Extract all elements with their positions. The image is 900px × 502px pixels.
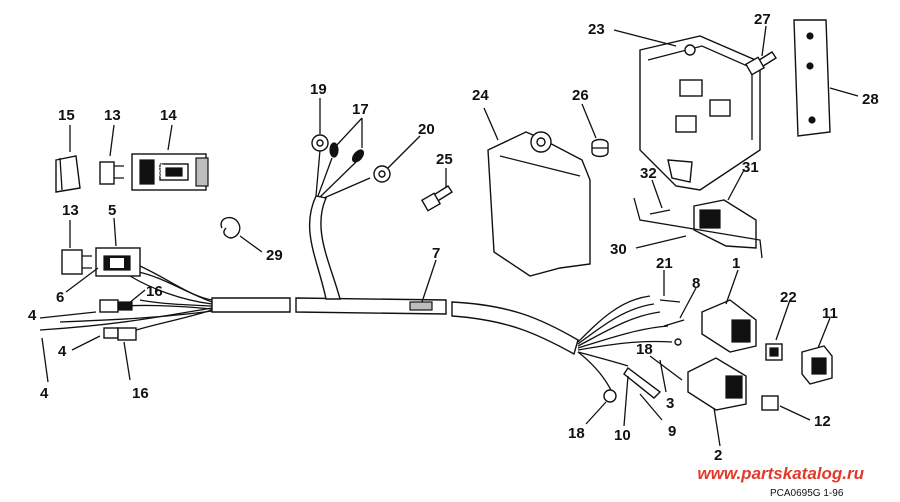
fuse-holder-14: SPARE [131,153,209,191]
callout-5: 5 [108,202,116,219]
bracket-23 [639,35,761,191]
callout-16-lower: 16 [132,385,149,402]
callout-18-lower: 18 [568,425,585,442]
seal-22 [765,343,783,361]
callout-19: 19 [310,81,327,98]
callout-8: 8 [692,275,700,292]
ring-terminal-18 [603,389,617,403]
callout-7: 7 [432,245,440,262]
callout-4-middle: 4 [58,343,67,360]
callout-4-upper: 4 [28,307,37,324]
callout-13-top: 13 [104,107,121,124]
callout-15: 15 [58,107,75,124]
pin-8 [663,319,685,327]
callout-18-upper: 18 [636,341,653,358]
pin-32 [649,209,671,215]
leader-lines [39,25,859,447]
callout-1: 1 [732,255,740,272]
callout-17: 17 [352,101,369,118]
connector-31 [693,199,757,249]
callout-11: 11 [822,305,838,322]
connector-5 [95,247,141,277]
callout-10: 10 [614,427,631,444]
terminal-3 [674,338,682,346]
callout-21: 21 [656,255,673,272]
callout-13-lower: 13 [62,202,79,219]
callout-27: 27 [754,11,771,28]
connector-2 [687,357,747,411]
callout-22: 22 [780,289,797,306]
fuse-holder-label: SPARE [160,157,166,177]
main-wire-harness [211,195,579,356]
top-wire-fan [311,134,391,199]
watermark: www.partskatalog.ru [697,464,864,483]
plug-13-lower [61,249,83,275]
callout-2: 2 [714,447,722,464]
bullet-connector-16-lower [103,327,137,341]
module-24 [487,131,591,277]
bullet-connector-16-upper [99,299,133,313]
callout-labels: 15 13 14 13 5 6 16 4 4 4 16 19 17 20 29 … [28,11,879,464]
callout-23: 23 [588,21,605,38]
callout-14: 14 [160,107,177,124]
connector-1 [701,299,757,353]
callout-32: 32 [640,165,657,182]
callout-24: 24 [472,87,489,104]
plug-12 [761,395,779,411]
plate-28 [793,19,831,137]
group-bracket-30 [633,197,763,259]
callout-6: 6 [56,289,64,306]
callout-29: 29 [266,247,283,264]
pin-21 [659,299,681,303]
callout-25: 25 [436,151,453,168]
reference-code: PCA0695G 1-96 [770,488,844,499]
callout-26: 26 [572,87,589,104]
callout-4-lower: 4 [40,385,49,402]
callout-16-upper: 16 [146,283,163,300]
right-wire-fan [577,295,673,403]
callout-20: 20 [418,121,435,138]
callout-30: 30 [610,241,627,258]
plug-13-top [99,161,115,185]
screw-27 [744,51,777,76]
cover-11 [801,345,833,385]
callout-3: 3 [666,395,674,412]
callout-28: 28 [862,91,879,108]
callout-31: 31 [742,159,759,176]
screw-25 [420,185,453,212]
callout-9: 9 [668,423,676,440]
callout-12: 12 [814,413,831,430]
clip-29 [220,216,241,239]
